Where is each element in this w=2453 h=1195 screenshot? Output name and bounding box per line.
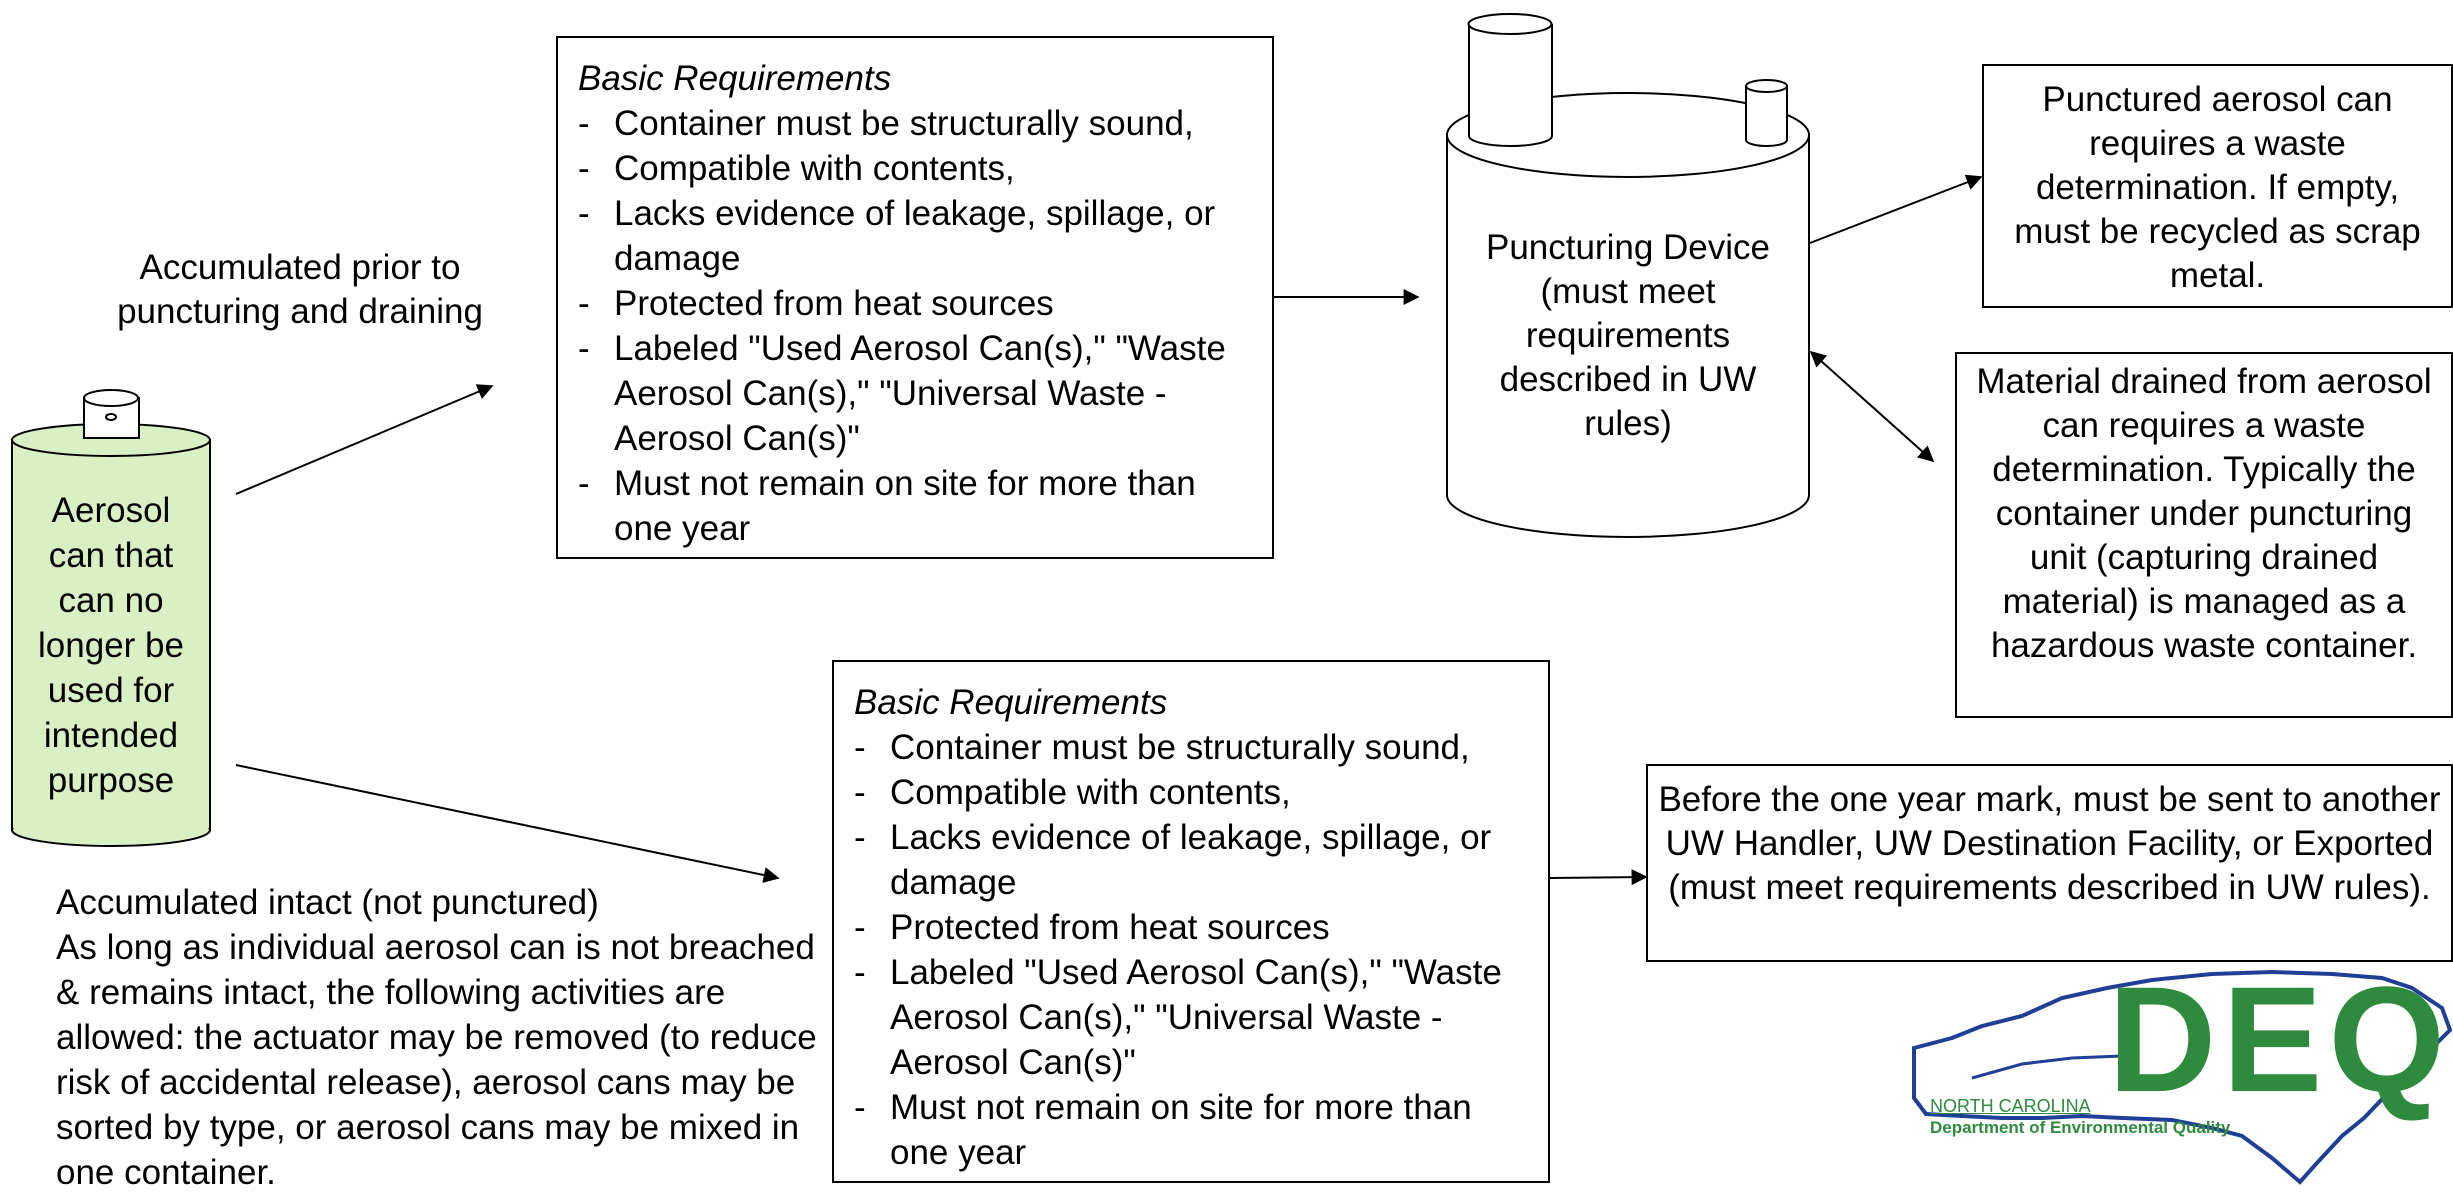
requirement-item: Must not remain on site for more than on…	[578, 461, 1252, 551]
puncturing-device-shape	[1446, 13, 1810, 538]
requirement-item: Lacks evidence of leakage, spillage, or …	[578, 191, 1252, 281]
logo-department: Department of Environmental Quality	[1930, 1118, 2231, 1137]
arrow-can-to-lower	[235, 764, 780, 883]
lower-branch-body: As long as individual aerosol can is not…	[56, 928, 817, 1192]
requirement-item: Protected from heat sources	[854, 905, 1528, 950]
drained-material-box: Material drained from aerosol can requir…	[1955, 352, 2453, 718]
puncturing-device-label: Puncturing Device (must meet requirement…	[1485, 228, 1771, 443]
logo-letters: DEQ	[2108, 955, 2452, 1123]
requirement-item: Labeled "Used Aerosol Can(s)," "Waste Ae…	[854, 950, 1528, 1085]
lower-branch-label: Accumulated intact (not punctured) As lo…	[56, 880, 826, 1195]
aerosol-can-shape	[11, 389, 211, 847]
arrow-can-to-upper	[235, 384, 494, 495]
requirement-item: Compatible with contents,	[854, 770, 1528, 815]
arrow-device-drained-box	[1809, 350, 1935, 463]
one-year-box: Before the one year mark, must be sent t…	[1646, 764, 2453, 962]
requirements-box-top: Basic Requirements Container must be str…	[556, 36, 1274, 559]
requirements-list: Container must be structurally sound, Co…	[854, 725, 1528, 1175]
aerosol-can-label: Aerosol can that can no longer be used f…	[38, 491, 184, 800]
upper-branch-label: Accumulated prior to puncturing and drai…	[117, 248, 483, 331]
deq-logo: DEQ NORTH CAROLINA Department of Environ…	[1912, 964, 2453, 1185]
requirement-item: Container must be structurally sound,	[578, 101, 1252, 146]
requirement-item: Container must be structurally sound,	[854, 725, 1528, 770]
requirement-item: Labeled "Used Aerosol Can(s)," "Waste Ae…	[578, 326, 1252, 461]
requirement-item: Protected from heat sources	[578, 281, 1252, 326]
arrow-device-to-punctured-box	[1809, 174, 1983, 244]
lower-branch-title: Accumulated intact (not punctured)	[56, 883, 599, 922]
logo-state: NORTH CAROLINA	[1930, 1096, 2091, 1116]
requirements-list: Container must be structurally sound, Co…	[578, 101, 1252, 551]
nc-state-outline-icon	[1912, 969, 2453, 1185]
requirements-heading: Basic Requirements	[578, 59, 892, 98]
requirement-item: Lacks evidence of leakage, spillage, or …	[854, 815, 1528, 905]
requirement-item: Must not remain on site for more than on…	[854, 1085, 1528, 1175]
arrow-requirements-to-oneyear	[1549, 869, 1648, 886]
requirements-box-bottom: Basic Requirements Container must be str…	[832, 660, 1550, 1183]
requirements-heading: Basic Requirements	[854, 683, 1168, 722]
requirement-item: Compatible with contents,	[578, 146, 1252, 191]
punctured-can-box: Punctured aerosol can requires a waste d…	[1982, 64, 2453, 308]
